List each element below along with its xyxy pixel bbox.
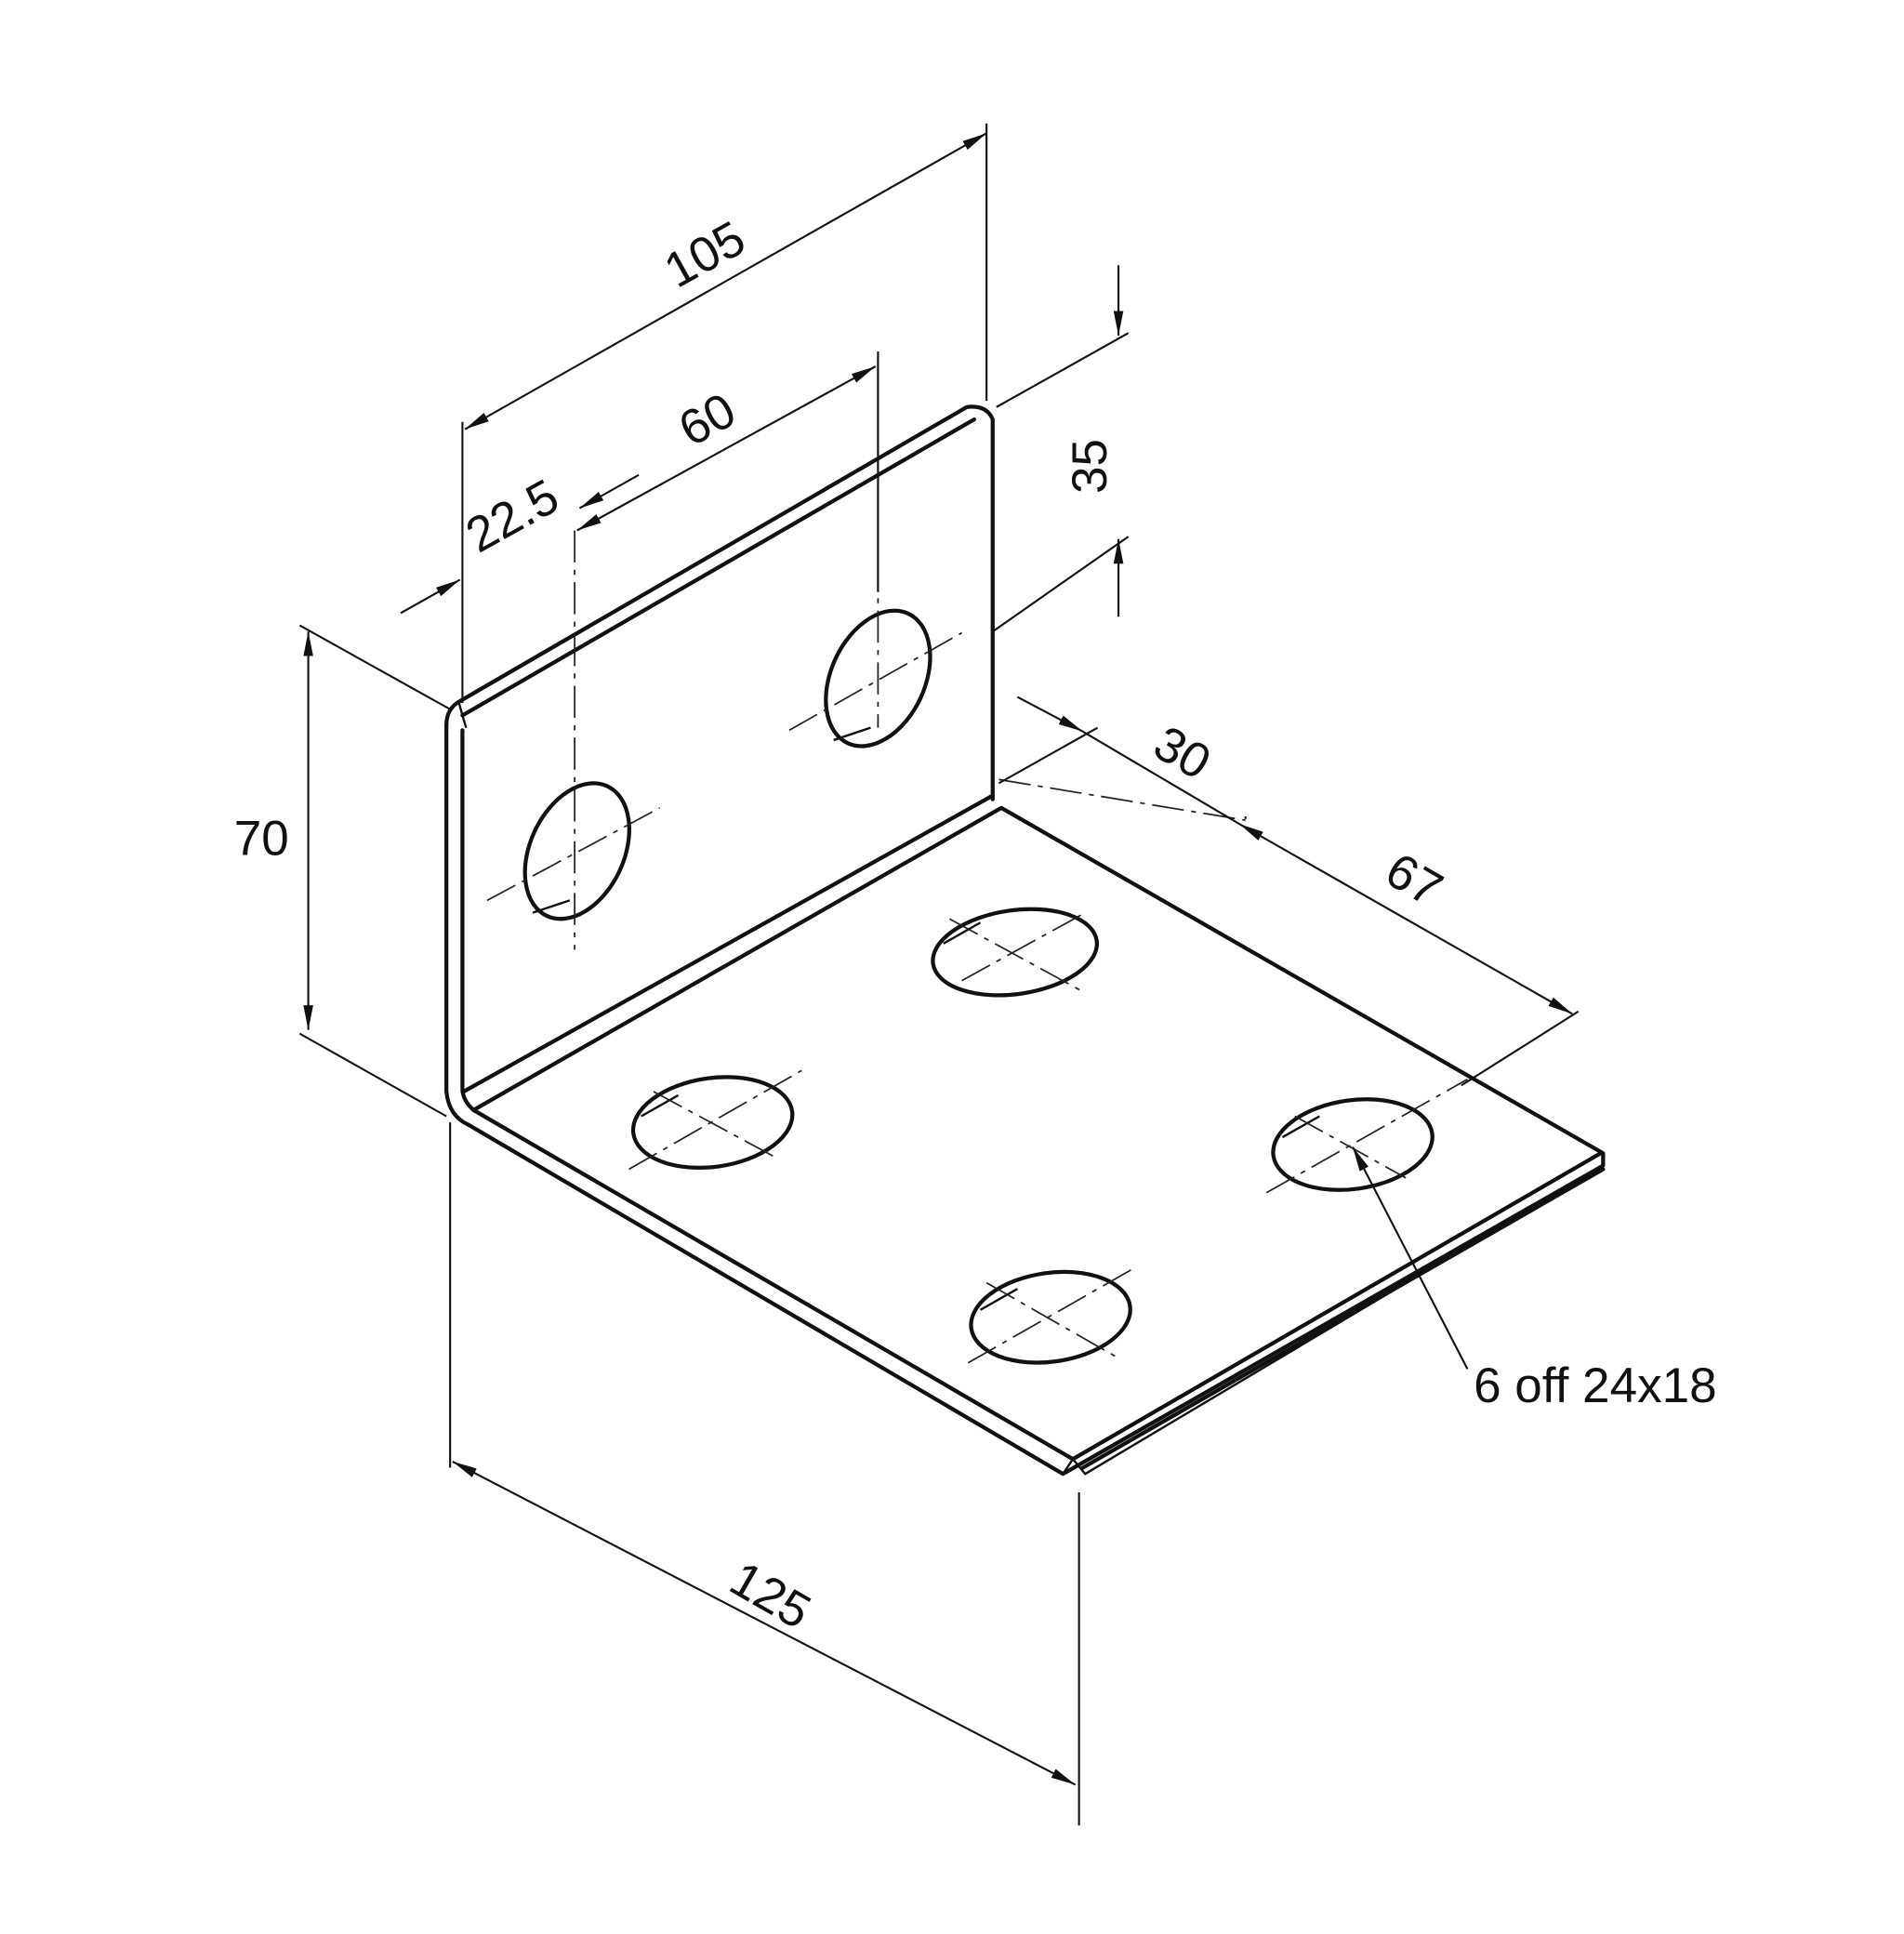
slot-holes-vertical bbox=[486, 351, 963, 950]
dim-125-label: 125 bbox=[721, 1551, 819, 1639]
base-flange bbox=[466, 805, 1606, 1477]
dim-67-label: 67 bbox=[1377, 842, 1452, 918]
slot-holes-base bbox=[628, 778, 1468, 1365]
dim-70-label: 70 bbox=[234, 811, 289, 866]
dim-30-label: 30 bbox=[1144, 716, 1220, 791]
dimension-lines bbox=[298, 123, 1580, 1826]
dim-60-label: 60 bbox=[670, 383, 745, 457]
hole-callout-note: 6 off 24x18 bbox=[1474, 1358, 1717, 1413]
dim-35-label: 35 bbox=[1063, 439, 1117, 494]
dim-22-5-label: 22.5 bbox=[457, 469, 568, 563]
dim-105-label: 105 bbox=[655, 211, 754, 299]
